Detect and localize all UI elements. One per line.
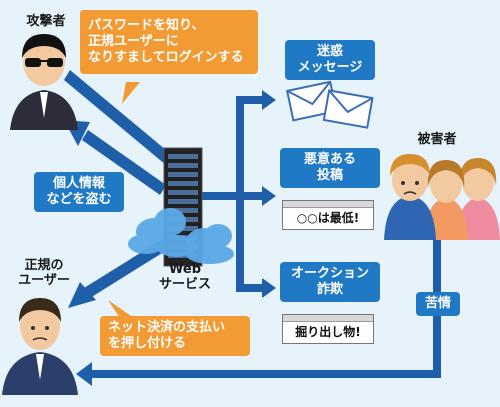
service-label: Web サービス [158,262,211,292]
auction-window-text: 掘り出し物! [295,325,361,339]
victims-label: 被害者 [417,132,457,147]
post-window-text: ○○は最低! [296,211,360,225]
window-title-bar [283,201,373,208]
service-branch-trunk [200,192,242,200]
window-title-bar [283,315,373,322]
login-callout: パスワードを知り、 正規ユーザーに なりすましてログインする [80,10,258,74]
attack-login-arrow [64,70,178,170]
auction-fraud-box: オークション 詐欺 [280,262,380,302]
attacker-label: 攻撃者 [26,14,66,29]
spam-message-box: 迷惑 メッセージ [285,40,375,80]
auction-window: 掘り出し物! [282,314,374,344]
steal-data-label: 個人情報 などを盗む [34,172,124,212]
malicious-post-box: 悪意ある 投稿 [280,148,380,188]
regular-user-icon [2,298,78,395]
victims-icon [384,154,500,240]
post-window: ○○は最低! [282,200,374,230]
envelope-icon [285,80,374,129]
complaint-label: 苦情 [416,292,460,316]
attacker-icon [10,34,78,130]
payment-callout: ネット決済の支払い を押し付ける [100,316,250,356]
steal-data-arrow [82,130,166,195]
cloud-icon [128,208,196,257]
regular-user-label: 正規の ユーザー [18,258,70,288]
